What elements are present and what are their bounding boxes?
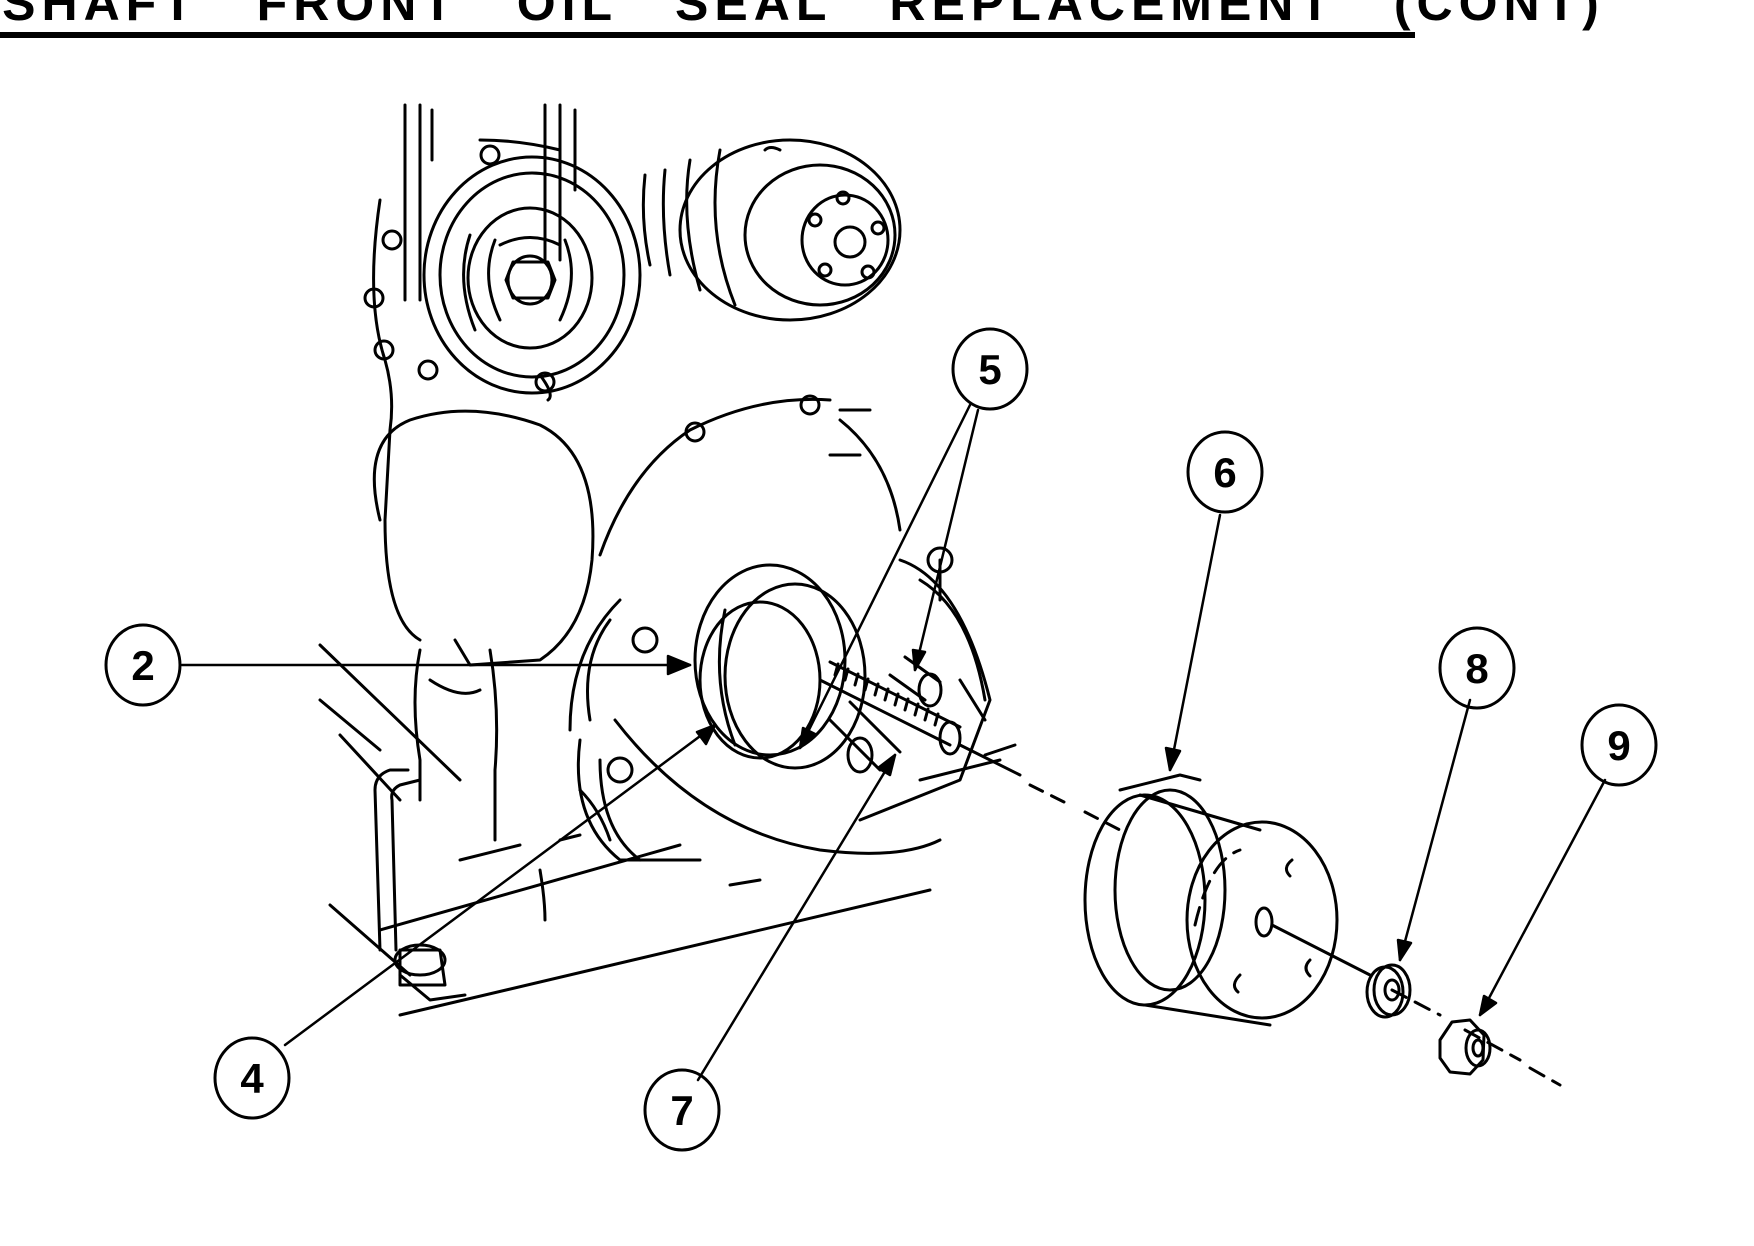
arrow-4 [695,723,717,746]
arrow-9 [1478,994,1498,1017]
callout-2: 2 [104,623,182,707]
leader-7 [696,753,897,1082]
arrow-6 [1164,746,1182,772]
svg-text:7: 7 [670,1087,693,1134]
leader-5a [798,403,972,750]
arrow-2 [666,654,692,676]
svg-text:2: 2 [131,642,154,689]
leader-5b [913,408,980,672]
callout-leaders [180,403,1607,1082]
svg-text:5: 5 [978,346,1001,393]
callout-6: 6 [1186,430,1264,514]
leader-9 [1478,778,1607,1017]
arrow-7 [876,753,897,777]
arrow-5b [911,648,927,672]
callout-8: 8 [1438,626,1516,710]
callout-5: 5 [951,327,1029,411]
arrow-5a [798,726,817,750]
callout-7: 7 [643,1068,721,1152]
callout-9: 9 [1580,703,1658,787]
svg-text:9: 9 [1607,722,1630,769]
svg-text:8: 8 [1465,645,1488,692]
arrow-8 [1396,938,1413,962]
callout-4: 4 [213,1036,291,1120]
leader-4 [283,723,717,1047]
leader-6 [1168,513,1222,772]
svg-text:6: 6 [1213,449,1236,496]
svg-text:4: 4 [240,1055,264,1102]
engine-line-art [318,103,1562,1087]
leader-8 [1398,698,1472,962]
page-title: KSHAFT FRONT OIL SEAL REPLACEMENT (CONT) [0,0,1605,31]
title-underline [0,32,1415,38]
